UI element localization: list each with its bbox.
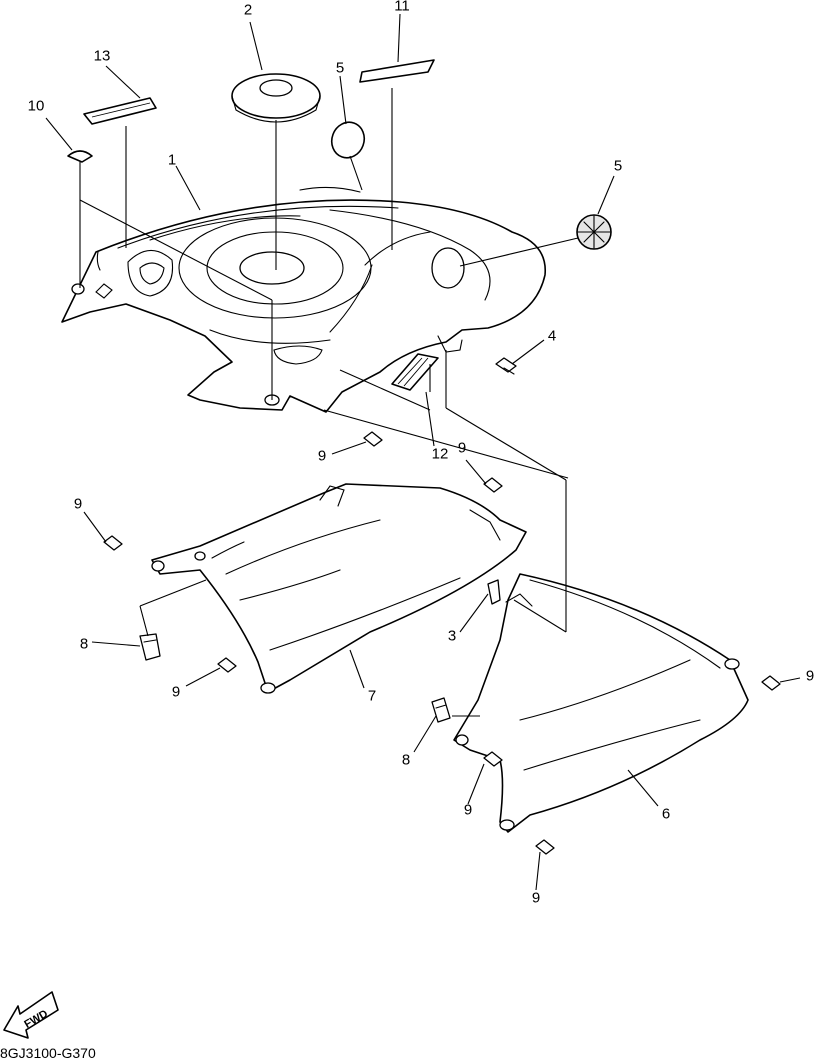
leader-lines: [45, 13, 801, 891]
callout-9c: 9: [74, 496, 82, 513]
callout-9e: 9: [806, 668, 814, 685]
tank-cover-top[interactable]: [61, 186, 546, 413]
bolt-9c[interactable]: [103, 535, 123, 551]
callout-9f: 9: [464, 802, 472, 819]
callout-5b: 5: [614, 158, 622, 175]
callout-5a: 5: [336, 60, 344, 77]
clip-3[interactable]: [487, 579, 501, 605]
callout-13: 13: [94, 48, 111, 65]
bolt-9f[interactable]: [483, 751, 503, 767]
emblem-logo[interactable]: [576, 214, 612, 250]
label-strip-12[interactable]: [391, 353, 439, 391]
grommet[interactable]: [231, 73, 321, 123]
bolt-9g[interactable]: [535, 839, 555, 855]
callout-9g: 9: [532, 890, 540, 907]
bolt-4[interactable]: [495, 357, 517, 375]
callout-3: 3: [448, 628, 456, 645]
callout-9b: 9: [458, 440, 466, 457]
bolt-9a[interactable]: [363, 431, 383, 447]
assembly-lines: [79, 88, 579, 717]
callout-1: 1: [168, 152, 176, 169]
label-strip-13[interactable]: [83, 97, 157, 125]
bolt-9b[interactable]: [483, 477, 503, 493]
diagram-code: 8GJ3100-G370: [0, 1045, 96, 1061]
side-cover-right[interactable]: [453, 573, 749, 833]
callout-6: 6: [662, 806, 670, 823]
forward-direction-arrow: FWD: [3, 991, 59, 1039]
callout-10: 10: [28, 98, 45, 115]
bolt-9e[interactable]: [761, 675, 781, 691]
callout-9d: 9: [172, 684, 180, 701]
callout-labels: 1 2 3 4 5 5 6 7 8 8 9 9 9 9 9 9 9 10 11 …: [28, 0, 815, 907]
callout-12: 12: [432, 446, 449, 463]
callout-8b: 8: [402, 752, 410, 769]
callout-9a: 9: [318, 448, 326, 465]
callout-7: 7: [368, 688, 376, 705]
bolt-9d[interactable]: [217, 657, 237, 673]
callout-11: 11: [394, 0, 410, 15]
side-cover-left[interactable]: [151, 483, 527, 694]
clip-8-right[interactable]: [431, 697, 451, 723]
emblem-left[interactable]: [327, 118, 369, 163]
label-strip-11[interactable]: [359, 59, 435, 83]
callout-2: 2: [244, 2, 252, 19]
clip-8-left[interactable]: [139, 633, 161, 661]
push-rivet[interactable]: [67, 150, 93, 173]
callout-4: 4: [548, 328, 556, 345]
callout-8a: 8: [80, 636, 88, 653]
